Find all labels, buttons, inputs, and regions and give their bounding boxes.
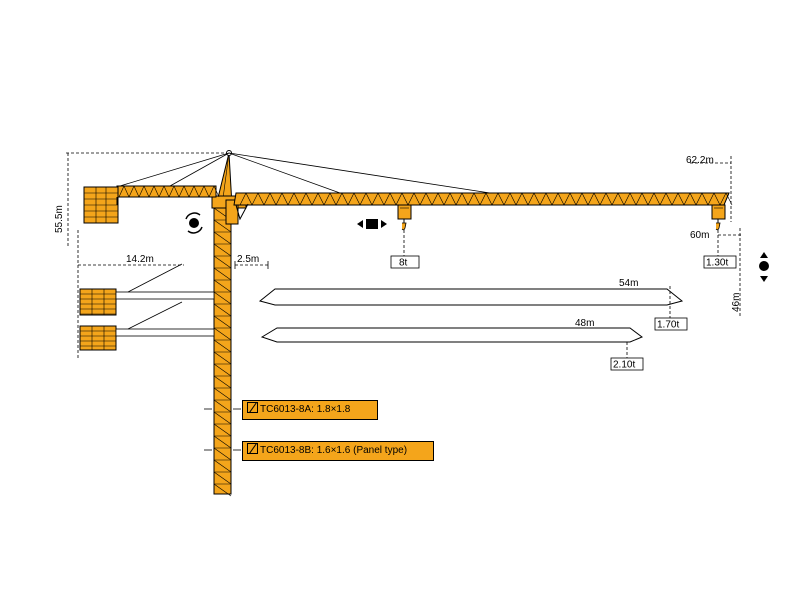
pendant-lines (119, 152, 491, 194)
dimension-lines (66, 152, 742, 360)
radius-48-label: 48m (575, 318, 594, 329)
load-48-box (610, 357, 644, 371)
tower-mast (213, 205, 232, 497)
max-load-label: 8t (399, 258, 408, 269)
dim-ticks (204, 261, 269, 451)
model-b-label: TC6013-8B: 1.6×1.6 (Panel type) (260, 445, 408, 456)
counter-jib (83, 185, 220, 224)
load-48-capacity: 2.10t (613, 360, 635, 371)
model-tag-a: TC6013-8A: 1.8×1.8 (242, 400, 378, 420)
tip-load-label: 1.30t (706, 258, 728, 269)
load-54-capacity: 1.70t (657, 320, 679, 331)
max-load-box (390, 255, 420, 269)
load-zone-54 (258, 288, 684, 306)
slewing-icon (185, 212, 203, 234)
radius-54-label: 54m (619, 278, 638, 289)
trolley-8t (397, 204, 412, 231)
hook-height-label: 46m (731, 293, 742, 312)
counter-jib-label: 14.2m (126, 254, 154, 265)
trolley-travel-icon (357, 219, 387, 229)
load-zone-48 (260, 327, 643, 343)
mast-section-icon (247, 443, 258, 454)
load-54-box (654, 317, 688, 331)
mast-variant-a (79, 263, 215, 316)
trolley-tip (711, 204, 726, 231)
radius-60-label: 60m (690, 230, 709, 241)
tip-load-box (703, 255, 737, 269)
model-tag-b: TC6013-8B: 1.6×1.6 (Panel type) (242, 441, 434, 461)
mast-section-icon (247, 402, 258, 413)
hoist-updown-icon (759, 252, 769, 282)
model-a-label: TC6013-8A: 1.8×1.8 (260, 404, 351, 415)
jib (233, 192, 733, 221)
jib-length-label: 62.2m (686, 155, 714, 166)
total-height-label: 55.5m (54, 205, 65, 233)
tower-offset-label: 2.5m (237, 254, 259, 265)
